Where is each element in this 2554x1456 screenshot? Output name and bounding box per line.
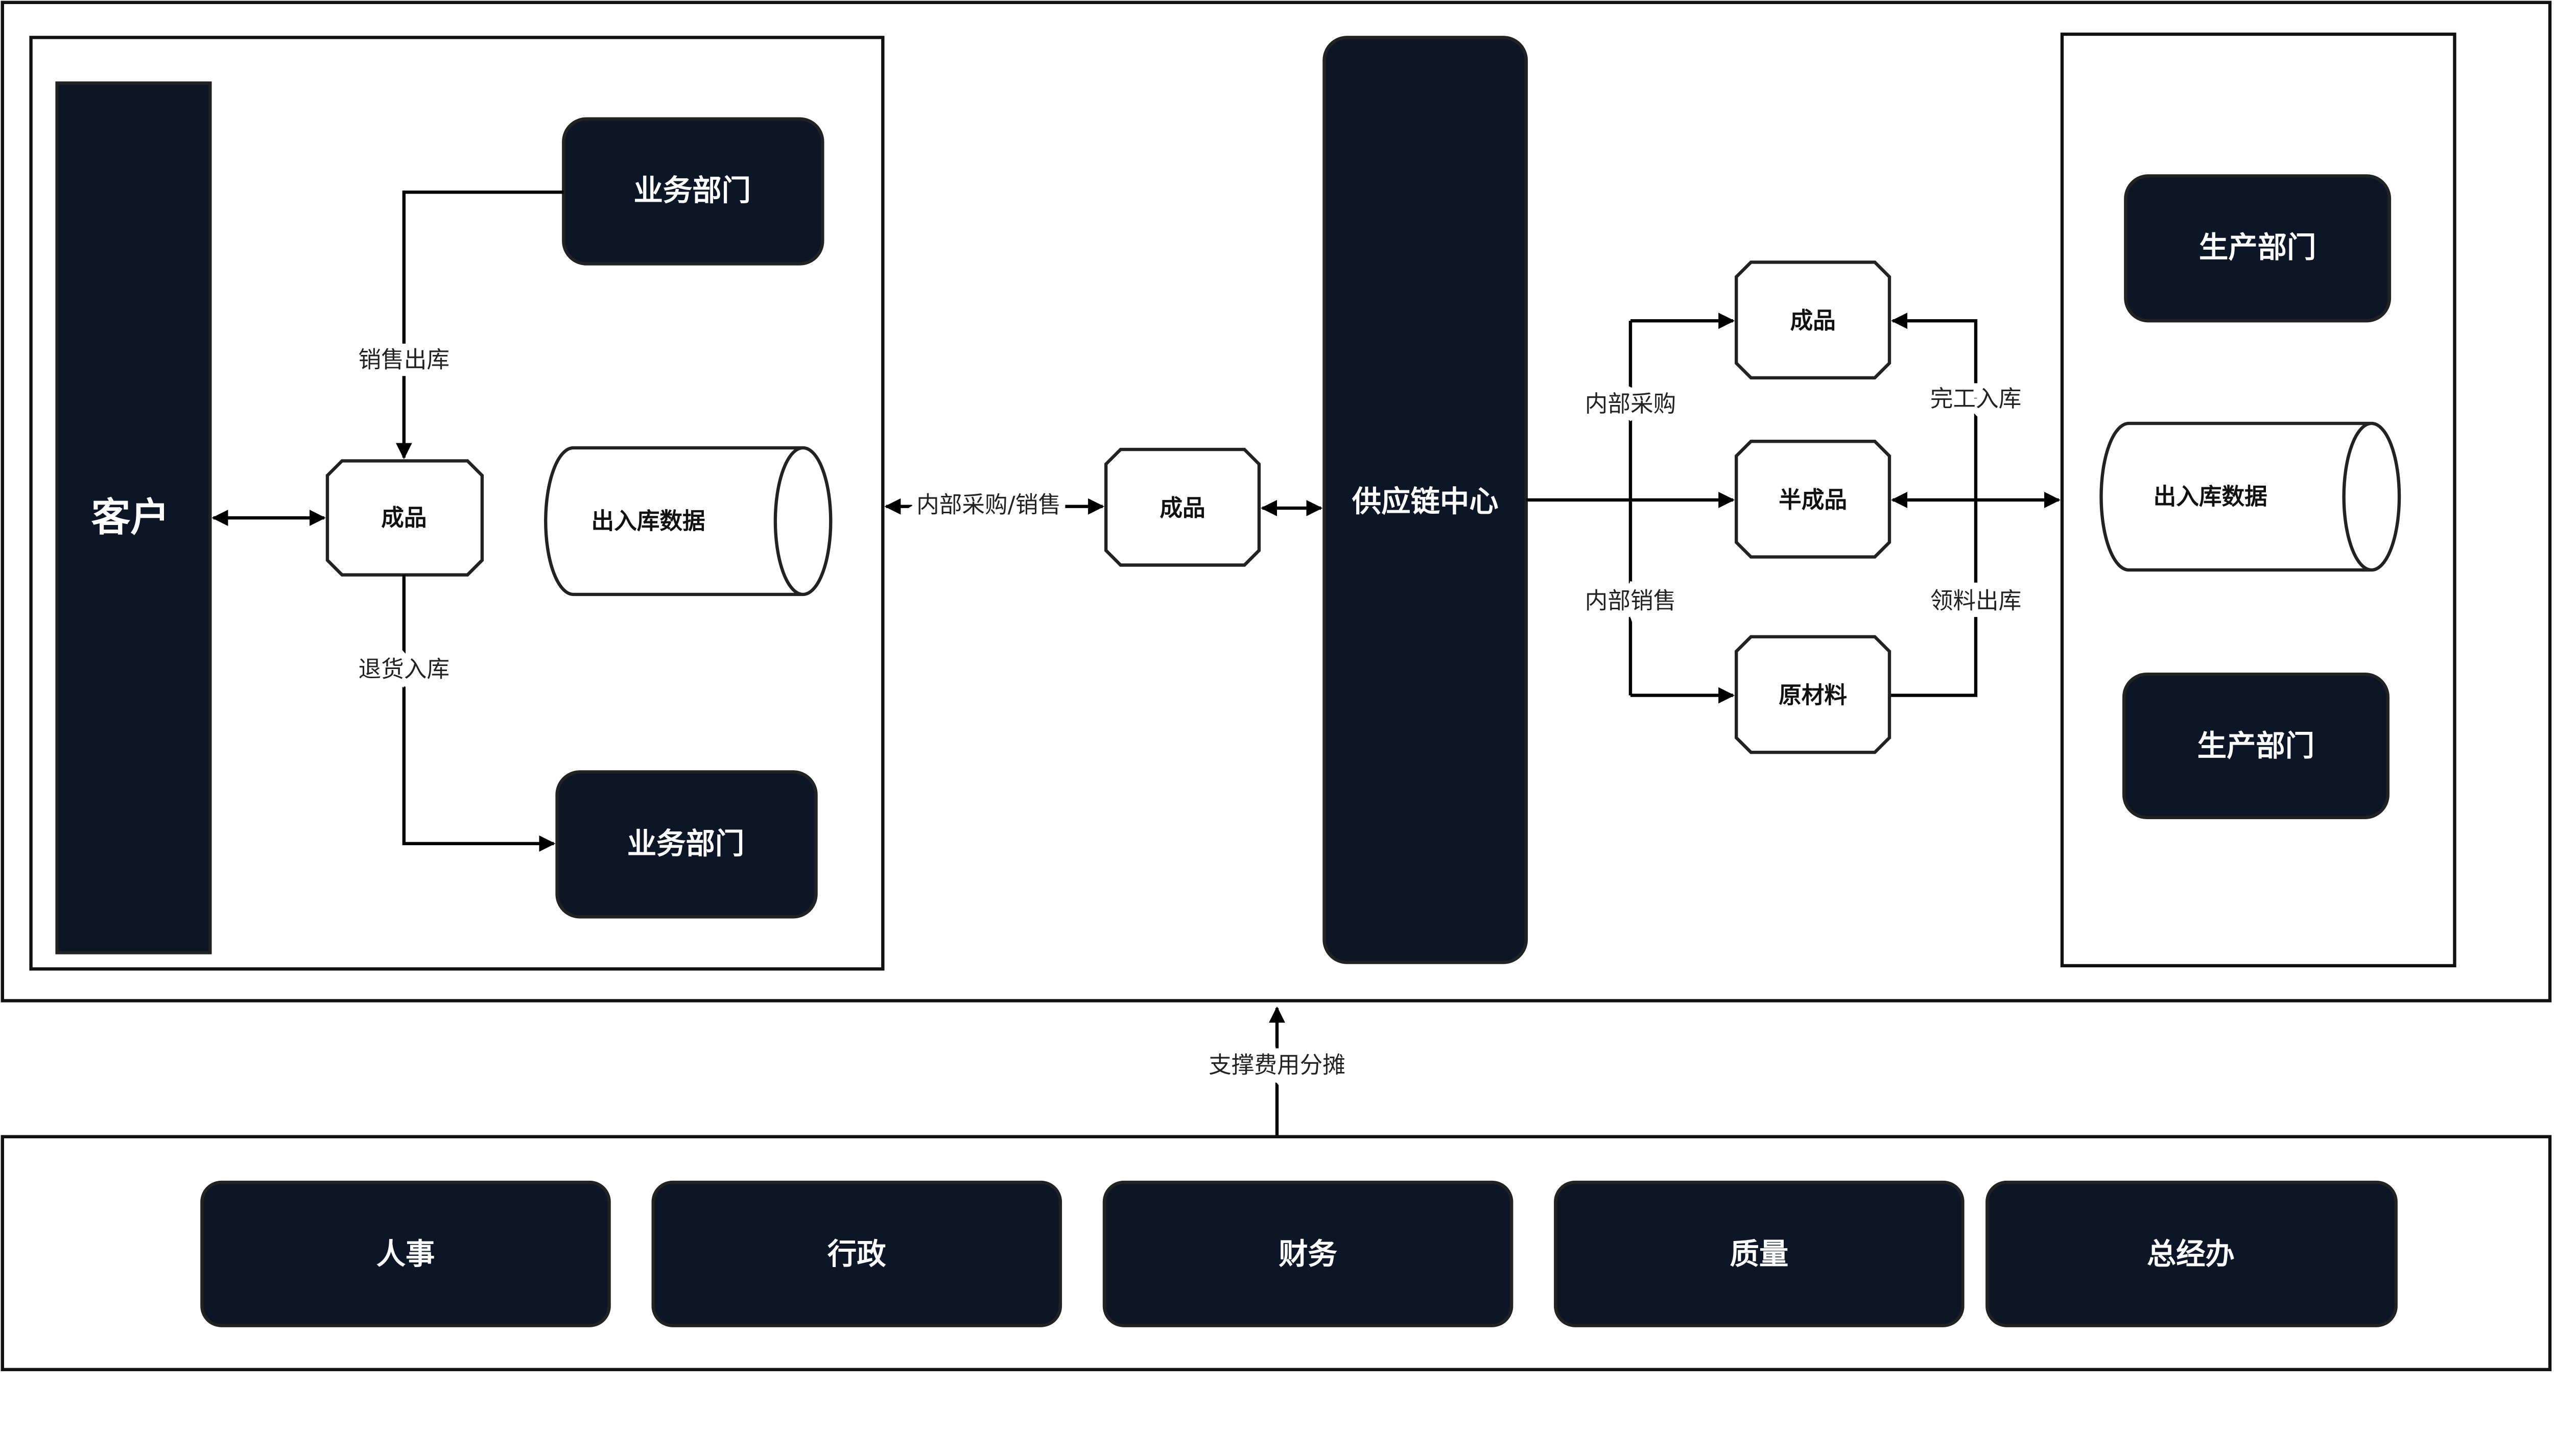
dept-admin-label: 行政 (827, 1237, 886, 1271)
support-label: 支撑费用分摊 (1209, 1052, 1345, 1078)
stock-product-label: 成品 (1790, 307, 1835, 334)
dept-hr-label: 人事 (376, 1237, 435, 1271)
db-left-cylinder[interactable] (544, 446, 833, 596)
finish-in-label: 完工入库 (1930, 386, 2022, 412)
production-bottom-label: 生产部门 (2197, 729, 2315, 763)
product-left-label: 成品 (381, 505, 427, 531)
dept-finance-label: 财务 (1279, 1237, 1337, 1271)
dept-admin[interactable] (651, 1180, 1062, 1327)
right-bracket (1889, 313, 1978, 697)
production-top-label: 生产部门 (2199, 230, 2316, 265)
return-in-label: 退货入库 (359, 656, 450, 683)
db-right-label: 出入库数据 (2154, 484, 2267, 510)
product-node-left[interactable] (325, 459, 484, 577)
semi-product-node[interactable] (1735, 439, 1891, 559)
production-dept-bottom[interactable] (2122, 672, 2390, 819)
dept-quality[interactable] (1554, 1180, 1965, 1327)
dept-gm-office[interactable] (1985, 1180, 2398, 1327)
internal-sales-label: 内部销售 (1585, 588, 1676, 614)
dept-finance[interactable] (1102, 1180, 1514, 1327)
dept-hr[interactable] (200, 1180, 611, 1327)
business-dept-bottom-label: 业务部门 (627, 826, 744, 861)
product-middle-label: 成品 (1160, 495, 1205, 521)
customer-node[interactable] (55, 81, 212, 954)
raw-material-label: 原材料 (1779, 682, 1847, 709)
semi-product-label: 半成品 (1779, 487, 1847, 513)
raw-material-node[interactable] (1735, 635, 1891, 754)
internal-label: 内部采购/销售 (916, 492, 1061, 518)
internal-purchase-label: 内部采购 (1585, 391, 1676, 417)
sales-out-arrow (395, 190, 564, 460)
sales-out-label: 销售出库 (359, 347, 450, 373)
stock-product-node[interactable] (1735, 260, 1891, 379)
db-left-label: 出入库数据 (592, 508, 705, 534)
dept-gm-office-label: 总经办 (2147, 1237, 2235, 1271)
business-dept-bottom[interactable] (555, 770, 818, 919)
db-right-cylinder[interactable] (2099, 421, 2401, 572)
customer-label: 客户 (91, 495, 170, 541)
product-node-middle[interactable] (1104, 447, 1261, 567)
supply-chain-label: 供应链中心 (1352, 485, 1499, 519)
business-dept-top-label: 业务部门 (633, 174, 751, 208)
diagram: 客户 业务部门 业务部门 成品 出入库数据 销售出库 退货入库 内部采购/销售 … (1, 1, 2552, 1371)
production-dept-top[interactable] (2124, 174, 2392, 323)
pick-out-label: 领料出库 (1930, 588, 2022, 614)
dept-quality-label: 质量 (1730, 1237, 1788, 1271)
return-in-arrow (402, 575, 556, 852)
